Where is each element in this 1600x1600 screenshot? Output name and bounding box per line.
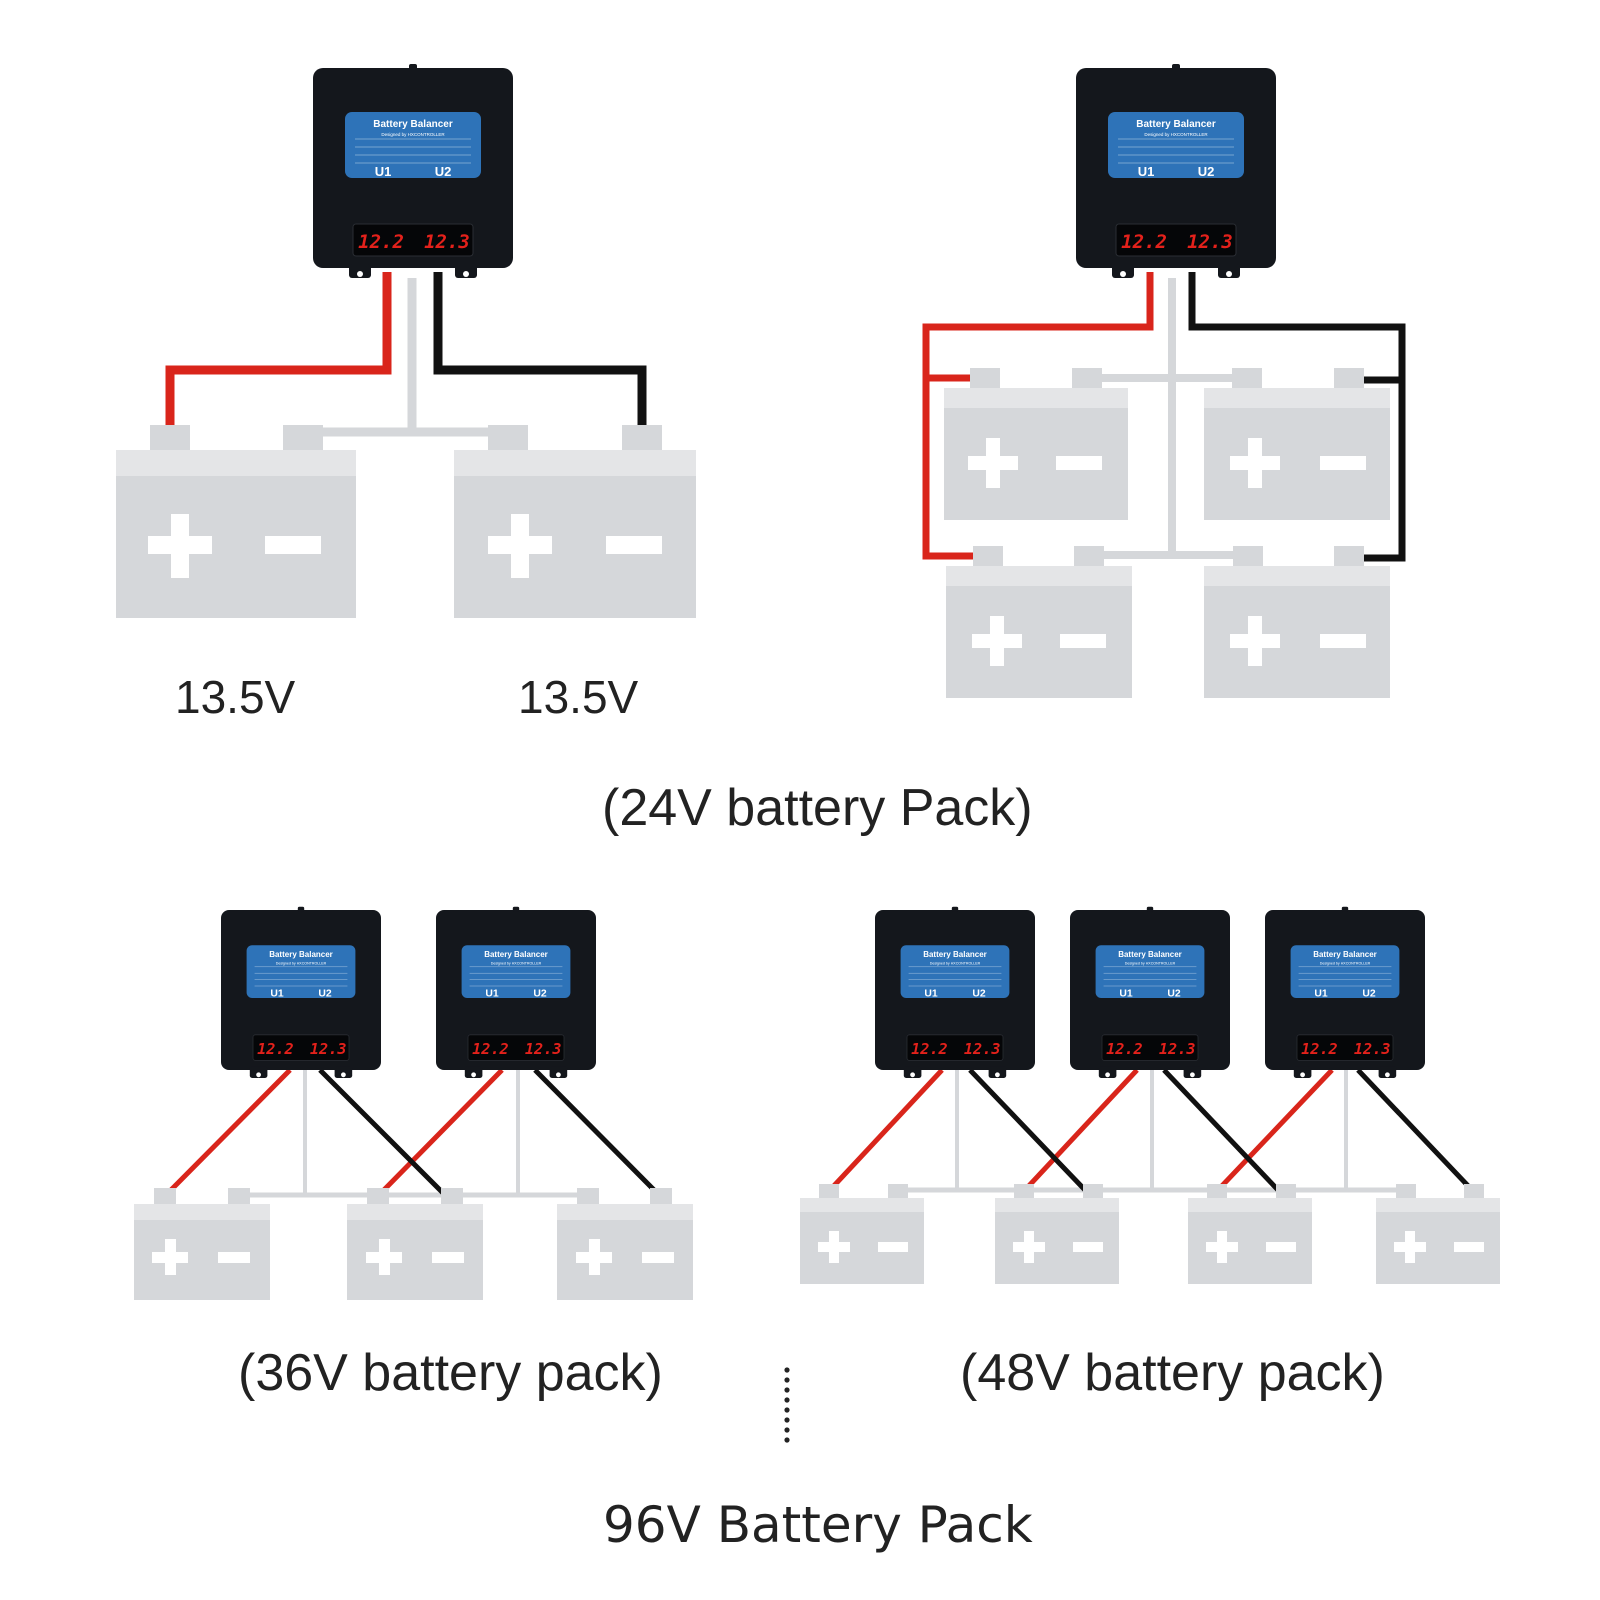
balancer-device <box>312 63 514 279</box>
battery-1 <box>134 1188 270 1300</box>
battery-1 <box>800 1184 924 1284</box>
battery-3 <box>946 546 1132 698</box>
battery-2 <box>347 1188 483 1300</box>
battery-2 <box>454 425 696 618</box>
diagram-36v <box>134 906 693 1300</box>
balancer-device-1 <box>874 906 1036 1079</box>
diagram-48v <box>800 906 1500 1284</box>
battery-3 <box>1188 1184 1312 1284</box>
balancer-device-1 <box>220 906 382 1079</box>
battery-1 <box>944 368 1128 520</box>
balancer-device-2 <box>435 906 597 1079</box>
balancer-device-3 <box>1264 906 1426 1079</box>
battery-1-voltage-label: 13.5V <box>175 671 296 723</box>
title-48v: (48V battery pack) <box>960 1344 1385 1402</box>
battery-1 <box>116 425 356 618</box>
battery-2 <box>1204 368 1390 520</box>
battery-4 <box>1204 546 1390 698</box>
title-24v: (24V battery Pack) <box>602 779 1033 837</box>
ellipsis-dots <box>784 1367 790 1443</box>
battery-2-voltage-label: 13.5V <box>518 671 639 723</box>
balancer-device-2 <box>1069 906 1231 1079</box>
battery-2 <box>995 1184 1119 1284</box>
title-96v: 96V Battery Pack <box>603 1496 1033 1554</box>
diagram-24v-two-battery <box>116 63 696 618</box>
balancer-device <box>1075 63 1277 279</box>
title-36v: (36V battery pack) <box>238 1344 663 1402</box>
battery-4 <box>1376 1184 1500 1284</box>
diagram-24v-four-battery <box>922 63 1406 698</box>
battery-3 <box>557 1188 693 1300</box>
